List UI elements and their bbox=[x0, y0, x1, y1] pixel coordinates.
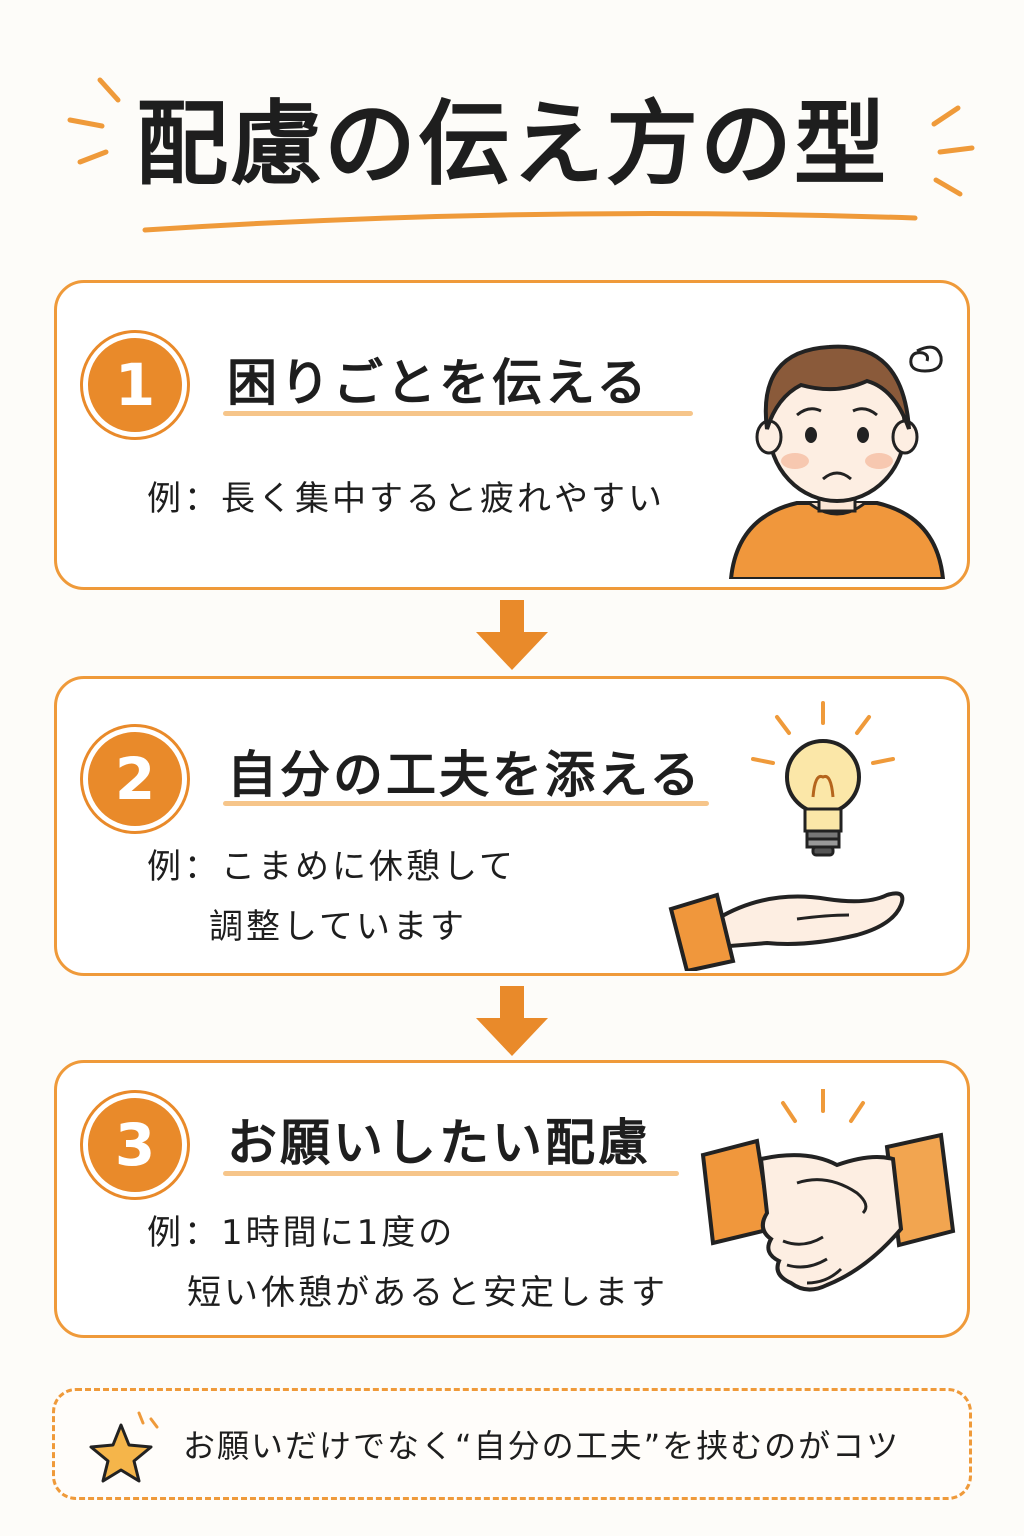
title-sparks-right bbox=[931, 105, 975, 197]
step-heading: 自分の工夫を添える bbox=[227, 746, 703, 804]
down-arrow-icon bbox=[476, 986, 548, 1056]
heading-underline bbox=[223, 1171, 679, 1176]
heading-underline bbox=[223, 801, 709, 806]
step-example: 例：1時間に1度の 短い休憩があると安定します bbox=[147, 1203, 668, 1323]
heading-underline bbox=[223, 411, 693, 416]
example-line: こまめに休憩して bbox=[221, 847, 516, 887]
step-card-2: 2 自分の工夫を添える 例：こまめに休憩して 調整しています bbox=[54, 676, 970, 976]
example-prefix: 例： bbox=[147, 847, 221, 887]
lightbulb-hand-icon bbox=[668, 701, 905, 971]
tip-box: お願いだけでなく“自分の工夫”を挟むのがコツ bbox=[52, 1388, 972, 1500]
example-line: 短い休憩があると安定します bbox=[187, 1273, 668, 1313]
step-number-badge: 1 bbox=[83, 333, 187, 437]
step-number-badge: 3 bbox=[83, 1093, 187, 1197]
step-example: 例：こまめに休憩して 調整しています bbox=[147, 837, 516, 957]
step-heading: お願いしたい配慮 bbox=[227, 1114, 651, 1172]
example-line: 長く集中すると疲れやすい bbox=[221, 479, 665, 519]
step-card-3: 3 お願いしたい配慮 例：1時間に1度の 短い休憩があると安定します bbox=[54, 1060, 970, 1338]
title-underline bbox=[142, 211, 918, 233]
worried-person-icon bbox=[728, 344, 946, 579]
step-example: 例：長く集中すると疲れやすい bbox=[147, 469, 665, 529]
example-prefix: 例： bbox=[147, 1213, 221, 1253]
step-heading: 困りごとを伝える bbox=[227, 354, 650, 412]
down-arrow-icon bbox=[476, 600, 548, 670]
example-line: 1時間に1度の bbox=[221, 1213, 456, 1253]
page-title: 配慮の伝え方の型 bbox=[135, 91, 888, 198]
step-number-badge: 2 bbox=[83, 727, 187, 831]
handshake-icon bbox=[700, 1089, 956, 1292]
example-prefix: 例： bbox=[147, 479, 221, 519]
example-line: 調整しています bbox=[209, 907, 467, 947]
star-icon bbox=[89, 1411, 159, 1483]
step-card-1: 1 困りごとを伝える 例：長く集中すると疲れやすい bbox=[54, 280, 970, 590]
tip-text: お願いだけでなく“自分の工夫”を挟むのがコツ bbox=[183, 1427, 901, 1465]
title-sparks-left bbox=[67, 77, 121, 165]
